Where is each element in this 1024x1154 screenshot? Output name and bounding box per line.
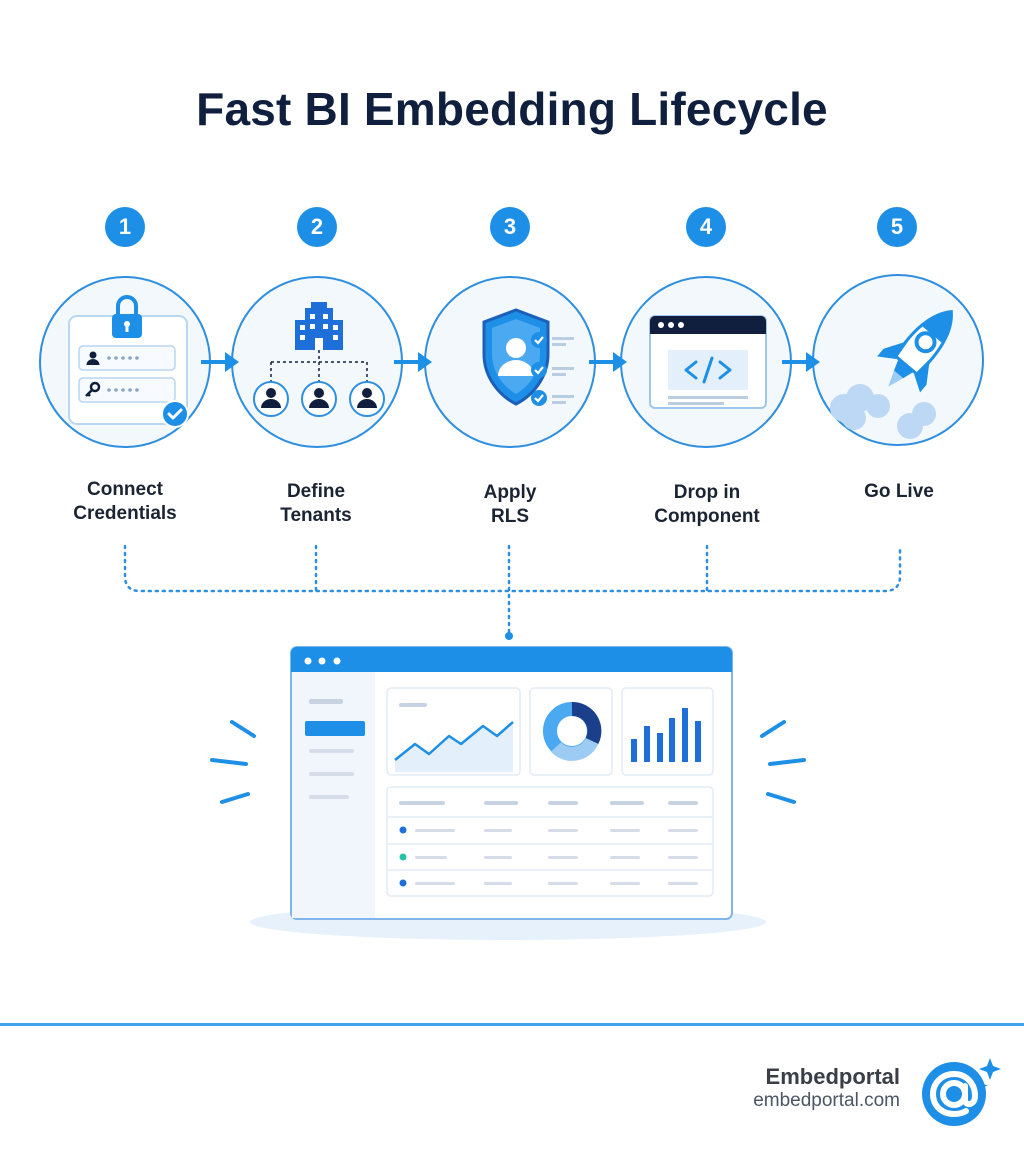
step-5-label: Go Live	[799, 480, 999, 504]
step-3-label: Apply RLS	[410, 481, 610, 529]
rocket-icon	[830, 309, 953, 439]
step-4-label-line2: Component	[654, 506, 760, 527]
dotted-connectors	[123, 544, 902, 640]
page-title: Fast BI Embedding Lifecycle	[196, 83, 828, 135]
step-2-label-line2: Tenants	[280, 505, 352, 526]
step-3-label-line2: RLS	[491, 506, 529, 527]
step-5-badge: 5	[877, 207, 917, 247]
step-4-label-line1: Drop in	[673, 482, 741, 503]
dashboard-preview-icon	[210, 646, 806, 940]
step-4-circle	[620, 276, 792, 448]
step-1-label-line1: Connect	[87, 479, 163, 500]
code-window-icon	[649, 315, 767, 409]
step-1-label: Connect Credentials	[25, 478, 225, 526]
tenant-hierarchy-icon	[253, 302, 385, 417]
step-3-circle	[424, 276, 596, 448]
step-1-label-line2: Credentials	[73, 503, 177, 524]
footer-divider	[0, 1023, 1024, 1026]
at-sign-logo-icon	[922, 1058, 1001, 1126]
step-3-badge: 3	[490, 207, 530, 247]
arrow-step-3-to-4	[589, 352, 627, 372]
brand-url: embedportal.com	[753, 1090, 900, 1111]
step-1-circle	[39, 276, 211, 448]
step-2-label: Define Tenants	[216, 480, 416, 528]
shield-checklist-icon	[482, 308, 574, 406]
login-form-icon	[68, 295, 189, 428]
step-5-label-line1: Go Live	[864, 481, 934, 502]
arrow-step-1-to-2	[201, 352, 239, 372]
arrow-step-2-to-3	[394, 352, 432, 372]
step-2-circle	[231, 276, 403, 448]
step-3-label-line1: Apply	[483, 482, 537, 503]
arrow-step-4-to-5	[782, 352, 820, 372]
step-2-label-line1: Define	[286, 481, 346, 502]
step-4-badge: 4	[686, 207, 726, 247]
step-4-label: Drop in Component	[607, 481, 807, 529]
step-5-circle	[812, 274, 984, 446]
step-2-badge: 2	[297, 207, 337, 247]
step-1-badge: 1	[105, 207, 145, 247]
brand-name: Embedportal	[765, 1064, 900, 1089]
